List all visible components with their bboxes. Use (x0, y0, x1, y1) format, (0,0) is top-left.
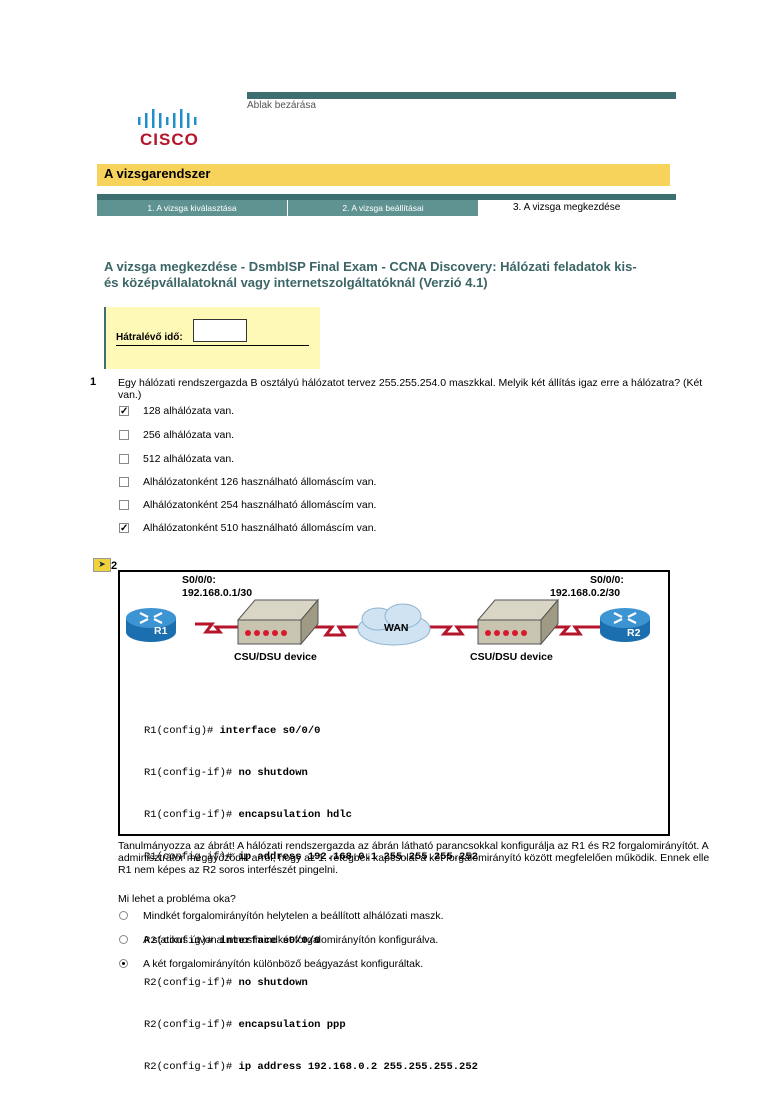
answer-checkbox[interactable]: ✓ (119, 523, 129, 534)
exam-title-line2: és középvállalatoknál vagy internetszolg… (104, 275, 488, 290)
config-line: R2(config-if)# no shutdown (144, 977, 308, 989)
cisco-logo-text: CISCO (140, 130, 199, 149)
csu-dsu-right-label: CSU/DSU device (470, 651, 553, 663)
answer-label: Alhálózatonként 254 használható állomásc… (143, 499, 377, 511)
question-text-line1: Tanulmányozza az ábrát! A hálózati rends… (118, 840, 709, 852)
exhibit-icon[interactable]: ➤ (93, 558, 111, 572)
step-exam-settings[interactable]: 2. A vizsga beállításai (287, 200, 478, 216)
serial-link-left (195, 622, 238, 634)
config-line: R1(config-if)# ip address 192.168.0.1 25… (144, 851, 478, 863)
config-line: R2(config-if)# ip address 192.168.0.2 25… (144, 1061, 478, 1073)
question-text-line3: R1 nem képes az R2 soros interfészét pin… (118, 864, 339, 876)
wan-label: WAN (384, 622, 409, 634)
answer-radio[interactable] (119, 959, 128, 968)
cisco-logo-icon (138, 109, 197, 128)
top-rule (247, 92, 676, 99)
close-window-link[interactable]: Ablak bezárása (247, 100, 316, 111)
answer-radio[interactable] (119, 911, 128, 920)
network-diagram (126, 598, 650, 646)
csu-dsu-right-icon (476, 598, 560, 646)
config-line: R1(config-if)# no shutdown (144, 767, 308, 779)
title-rule (97, 194, 676, 200)
timer-label: Hátralévő idő: (116, 332, 183, 343)
exam-title-line1: A vizsga megkezdése - DsmbISP Final Exam… (104, 259, 637, 274)
question-text-line1: Egy hálózati rendszergazda B osztályú há… (118, 377, 703, 389)
config-line: R1(config)# interface s0/0/0 (144, 725, 321, 737)
question-number: 1 (90, 376, 97, 388)
answer-radio[interactable] (119, 935, 128, 944)
question-text-line2: van.) (118, 389, 142, 401)
router-r2-icon (600, 608, 650, 642)
csu-dsu-left-icon (236, 598, 320, 646)
serial-link-right (544, 625, 600, 636)
answer-label: Alhálózatonként 510 használható állomásc… (143, 522, 377, 534)
system-title: A vizsgarendszer (104, 166, 211, 181)
r1-label: R1 (154, 625, 168, 637)
answer-checkbox[interactable] (119, 430, 129, 440)
question-prompt: Mi lehet a probléma oka? (118, 893, 236, 905)
step-navigation: 1. A vizsga kiválasztása 2. A vizsga beá… (97, 200, 676, 216)
question-text: Tanulmányozza az ábrát! A hálózati rends… (118, 840, 768, 876)
router-r1-icon (126, 608, 176, 642)
answer-label: Alhálózatonként 126 használható állomásc… (143, 476, 377, 488)
config-line: R1(config-if)# encapsulation hdlc (144, 809, 352, 821)
question-number: 2 (111, 560, 118, 572)
answer-label: Mindkét forgalomirányítón helytelen a be… (143, 910, 444, 922)
csu-dsu-left-label: CSU/DSU device (234, 651, 317, 663)
answer-checkbox[interactable] (119, 500, 129, 510)
answer-checkbox[interactable] (119, 454, 129, 464)
answer-label: 256 alhálózata van. (143, 429, 235, 441)
answer-label: 512 alhálózata van. (143, 453, 235, 465)
answer-label: A statikus útvonal nincs mindkét forgalo… (143, 934, 439, 946)
wan-link-left (313, 625, 360, 637)
config-line: R2(config-if)# encapsulation ppp (144, 1019, 346, 1031)
step-select-exam[interactable]: 1. A vizsga kiválasztása (97, 200, 287, 216)
system-title-bar (97, 164, 670, 186)
wan-link-right (426, 625, 478, 636)
question-text-line2: adminisztrátor meggyőződik arról, hogy a… (118, 852, 710, 864)
r2-label: R2 (627, 627, 641, 639)
answer-checkbox[interactable] (119, 477, 129, 487)
r2-ip-label: 192.168.0.2/30 (550, 587, 621, 599)
config-line: R2(config)# interface s0/0/0 (144, 935, 321, 947)
step-start-exam: 3. A vizsga megkezdése (478, 200, 676, 216)
timer-field (193, 319, 247, 342)
wan-cloud-icon (357, 603, 431, 646)
r1-ip-label: 192.168.0.1/30 (182, 587, 253, 599)
timer-underline (116, 345, 309, 346)
answer-checkbox[interactable]: ✓ (119, 406, 129, 417)
r2-interface-label: S0/0/0: (590, 574, 624, 586)
answer-label: 128 alhálózata van. (143, 405, 235, 417)
exam-title: A vizsga megkezdése - DsmbISP Final Exam… (104, 259, 684, 291)
r1-interface-label: S0/0/0: (182, 574, 216, 586)
network-exhibit: S0/0/0: 192.168.0.1/30 S0/0/0: 192.168.0… (118, 570, 670, 1073)
question-text: Egy hálózati rendszergazda B osztályú há… (118, 377, 768, 401)
answer-label: A két forgalomirányítón különböző beágya… (143, 958, 424, 970)
